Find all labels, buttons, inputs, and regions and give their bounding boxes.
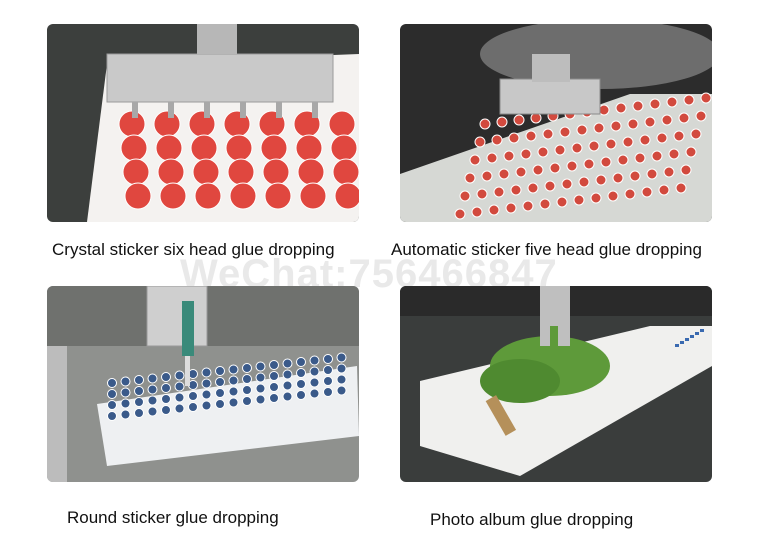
caption-six-head: Crystal sticker six head glue dropping (52, 240, 335, 259)
edge-markers (675, 329, 704, 347)
photo-five-head-glue-dropping (400, 24, 712, 222)
round-sticker-grid (107, 352, 347, 421)
caption-five-head: Automatic sticker five head glue droppin… (391, 240, 702, 259)
photo-round-sticker-glue-dropping (47, 286, 359, 482)
caption-photo-album: Photo album glue dropping (430, 510, 634, 529)
small-sticker-grid (454, 92, 712, 220)
dispensing-nozzles (132, 102, 318, 118)
red-sticker-grid (118, 110, 359, 210)
caption-round-sticker: Round sticker glue dropping (67, 508, 279, 527)
photo-album-glue-dropping (400, 286, 712, 482)
photo-six-head-glue-dropping (47, 24, 359, 222)
